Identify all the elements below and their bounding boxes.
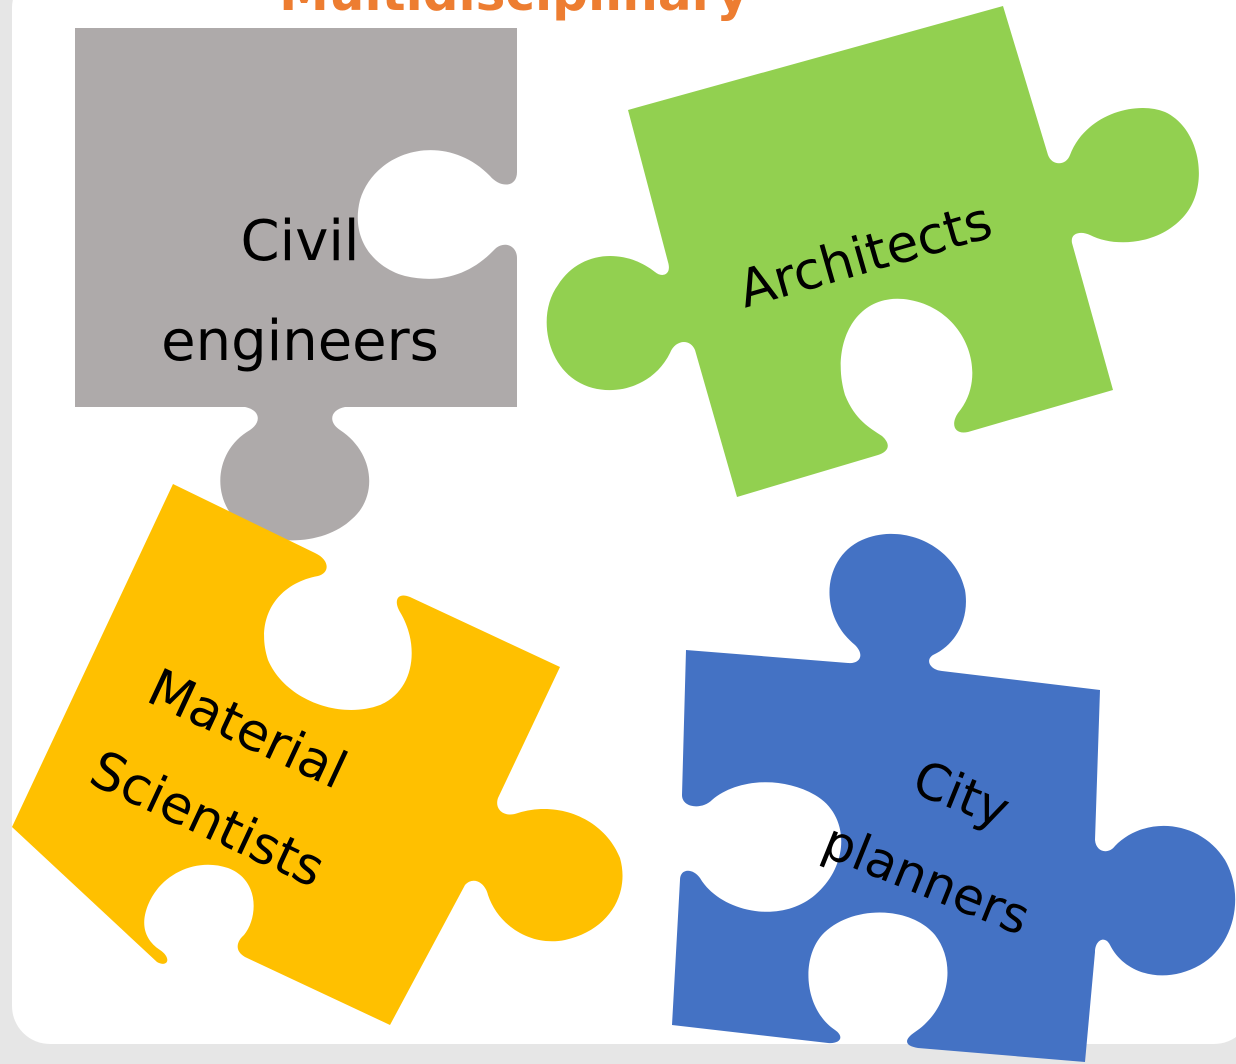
- piece-shape-green: [546, 6, 1199, 497]
- piece-shape-blue: [672, 533, 1236, 1062]
- piece-label-line: Civil: [241, 209, 360, 274]
- diagram-title: Multidisciplinary: [279, 0, 749, 22]
- piece-shape-grey: [75, 28, 517, 541]
- piece-label-line: engineers: [161, 309, 439, 374]
- puzzle-piece-city-planners: City planners: [672, 533, 1236, 1062]
- puzzle-piece-architects: Architects: [546, 6, 1199, 497]
- puzzle-piece-material-scientists: Material Scientists: [12, 484, 623, 1025]
- piece-shape-yellow: [12, 484, 623, 1025]
- puzzle-piece-civil-engineers: Civil engineers: [75, 28, 517, 541]
